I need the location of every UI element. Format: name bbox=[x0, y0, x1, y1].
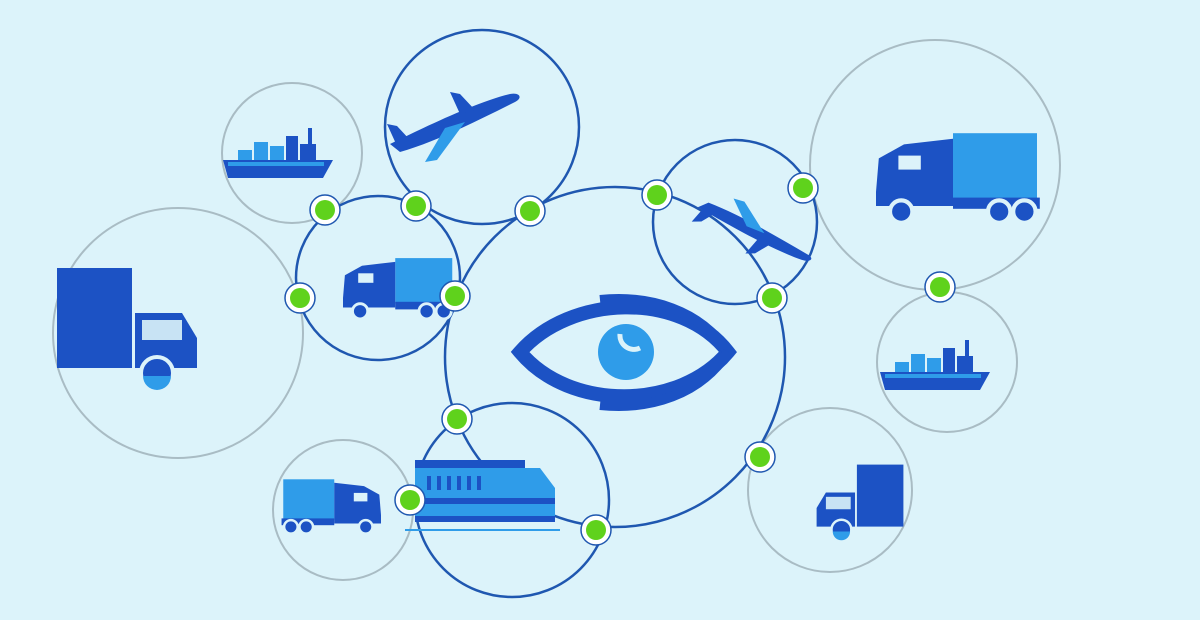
airplane-icon bbox=[686, 193, 823, 263]
connection-node-dot bbox=[447, 409, 467, 429]
semi-truck-icon bbox=[341, 256, 456, 321]
connection-node-dot bbox=[445, 286, 465, 306]
semi-truck-icon bbox=[876, 133, 1040, 223]
train-icon bbox=[404, 459, 561, 531]
box-truck-ring bbox=[52, 207, 304, 459]
connection-node-dot bbox=[315, 200, 335, 220]
connection-node-dot bbox=[750, 447, 770, 467]
connection-node-dot bbox=[793, 178, 813, 198]
connection-node-dot bbox=[520, 201, 540, 221]
connection-node-dot bbox=[647, 185, 667, 205]
box-truck-icon bbox=[815, 463, 905, 542]
cargo-ship-icon bbox=[223, 128, 333, 178]
semi-truck-icon bbox=[280, 478, 383, 535]
connection-node-dot bbox=[406, 196, 426, 216]
connection-node-dot bbox=[586, 520, 606, 540]
box-truck-icon bbox=[55, 266, 199, 392]
semi-truck-ring bbox=[294, 194, 462, 362]
airplane-icon bbox=[387, 92, 520, 162]
hub-ring bbox=[443, 185, 787, 529]
connection-node-dot bbox=[762, 288, 782, 308]
airplane-ring bbox=[383, 28, 581, 226]
connection-node-dot bbox=[290, 288, 310, 308]
connection-node-dot bbox=[930, 277, 950, 297]
eye-icon bbox=[510, 294, 737, 411]
cargo-ship-icon bbox=[880, 340, 990, 390]
connection-node-dot bbox=[400, 490, 420, 510]
ship-ring bbox=[221, 82, 363, 224]
airplane-ring bbox=[651, 138, 819, 306]
box-truck-ring bbox=[747, 407, 913, 573]
